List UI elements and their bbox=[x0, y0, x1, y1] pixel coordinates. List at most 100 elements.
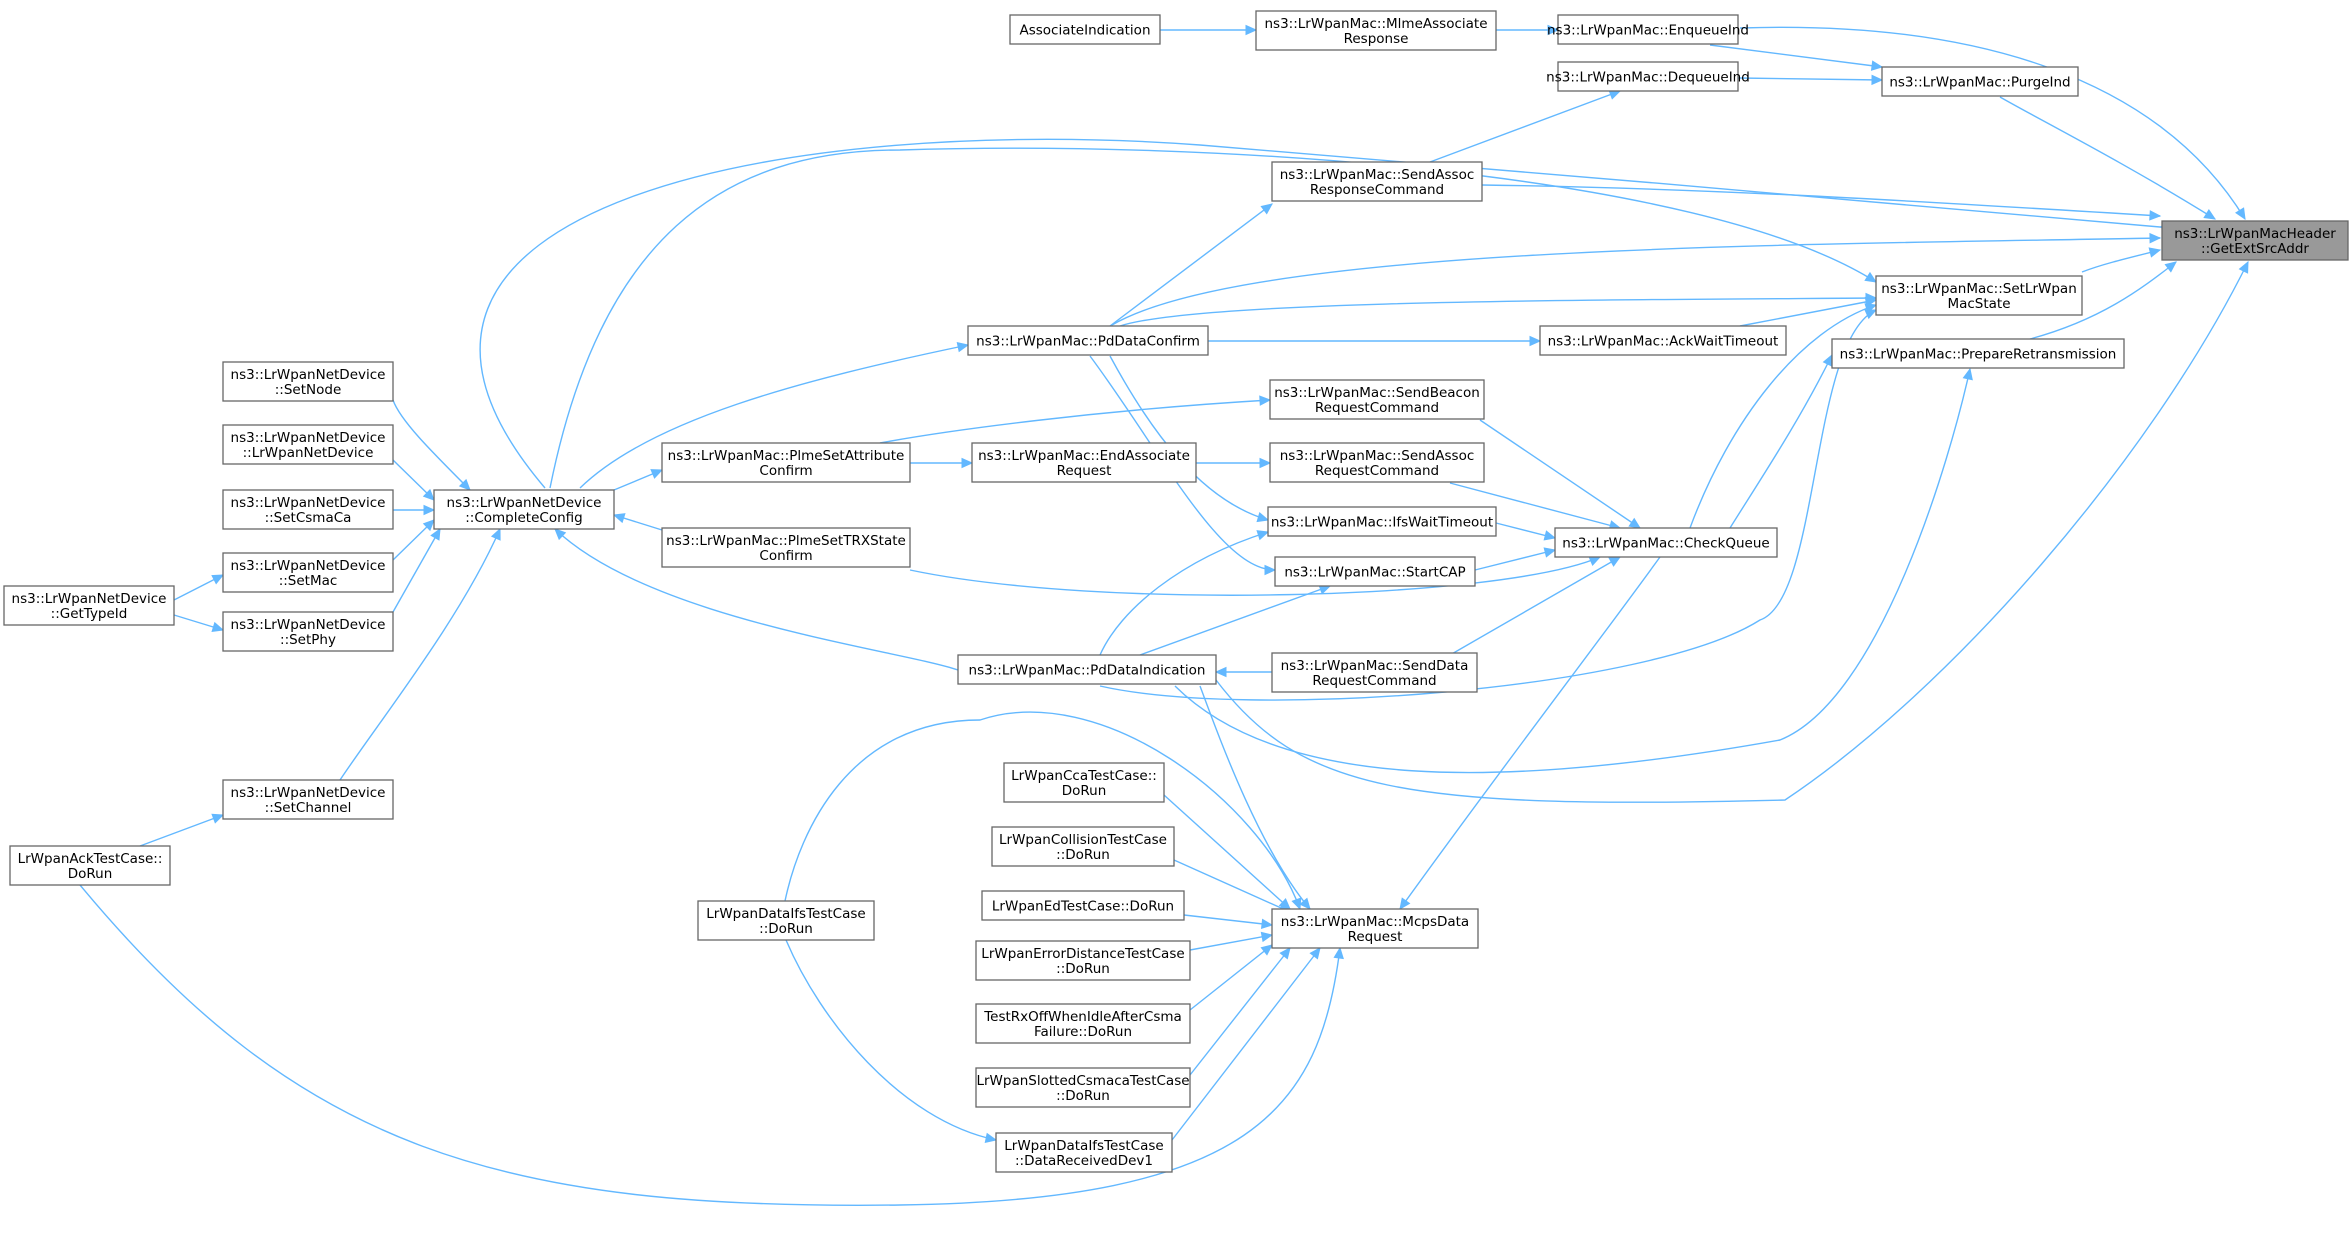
node-collisionTest[interactable]: LrWpanCollisionTestCase::DoRun bbox=[991, 826, 1175, 867]
node-label: ::DoRun bbox=[1056, 961, 1110, 977]
node-label: ns3::LrWpanMac::PdDataConfirm bbox=[976, 334, 1200, 350]
edge-pdDataInd-to-root bbox=[1215, 260, 2249, 803]
node-label: ns3::LrWpanMac::PurgeInd bbox=[1889, 75, 2070, 91]
edge-completeConfig-to-setState bbox=[549, 147, 1878, 489]
node-ackWaitTimeout[interactable]: ns3::LrWpanMac::AckWaitTimeout bbox=[1539, 325, 1787, 356]
edge-pdDataInd-to-mcpsDataReq bbox=[1199, 685, 1311, 910]
node-label: ::SetChannel bbox=[265, 800, 352, 816]
node-ifsWaitTimeout[interactable]: ns3::LrWpanMac::IfsWaitTimeout bbox=[1267, 506, 1497, 537]
node-label: AssociateIndication bbox=[1019, 23, 1150, 39]
edge-edTest-to-mcpsDataReq bbox=[1183, 914, 1274, 930]
node-setPhy[interactable]: ns3::LrWpanNetDevice::SetPhy bbox=[222, 611, 394, 652]
edge-ctor-to-completeConfig bbox=[392, 459, 435, 501]
node-startCap[interactable]: ns3::LrWpanMac::StartCAP bbox=[1274, 556, 1476, 587]
edge-sendBeaconReq-to-checkQueue bbox=[1479, 419, 1642, 529]
node-label: RequestCommand bbox=[1315, 400, 1439, 416]
node-label: ::DataReceivedDev1 bbox=[1015, 1153, 1153, 1169]
edge-setChannel-to-completeConfig bbox=[339, 527, 501, 781]
node-ackTest[interactable]: LrWpanAckTestCase::DoRun bbox=[9, 845, 171, 886]
node-setMac[interactable]: ns3::LrWpanNetDevice::SetMac bbox=[222, 552, 394, 593]
edge-pdDataConfirm-to-sendAssocResp bbox=[1109, 203, 1273, 327]
node-label: RequestCommand bbox=[1312, 673, 1436, 689]
node-edTest[interactable]: LrWpanEdTestCase::DoRun bbox=[981, 890, 1185, 921]
node-ccaTest[interactable]: LrWpanCcaTestCase::DoRun bbox=[1003, 762, 1165, 803]
node-assocInd[interactable]: AssociateIndication bbox=[1009, 14, 1161, 45]
node-pdDataInd[interactable]: ns3::LrWpanMac::PdDataIndication bbox=[957, 654, 1217, 685]
node-label: LrWpanErrorDistanceTestCase bbox=[981, 946, 1184, 962]
node-label: MacState bbox=[1947, 296, 2010, 312]
node-label: DoRun bbox=[68, 866, 113, 882]
node-setCsmaCa[interactable]: ns3::LrWpanNetDevice::SetCsmaCa bbox=[222, 489, 394, 530]
node-label: ns3::LrWpanNetDevice bbox=[12, 591, 167, 607]
edge-sendDataReq-to-pdDataInd bbox=[1214, 666, 1272, 678]
node-label: ns3::LrWpanMac::PrepareRetransmission bbox=[1840, 347, 2117, 363]
node-label: ns3::LrWpanNetDevice bbox=[231, 495, 386, 511]
edge-ifsWaitTimeout-to-checkQueue bbox=[1495, 522, 1557, 541]
node-dataIfsRun[interactable]: LrWpanDataIfsTestCase::DoRun bbox=[697, 900, 875, 941]
node-label: ::SetNode bbox=[275, 382, 342, 398]
node-checkQueue[interactable]: ns3::LrWpanMac::CheckQueue bbox=[1554, 527, 1778, 558]
edge-purgeInd-to-root bbox=[1999, 96, 2217, 220]
node-label: Request bbox=[1057, 463, 1112, 479]
node-slottedTest[interactable]: LrWpanSlottedCsmacaTestCase::DoRun bbox=[975, 1067, 1191, 1108]
node-label: ns3::LrWpanMac::AckWaitTimeout bbox=[1548, 334, 1779, 350]
node-label: ::DoRun bbox=[759, 921, 813, 937]
edge-errDistTest-to-mcpsDataReq bbox=[1189, 931, 1274, 951]
node-completeConfig[interactable]: ns3::LrWpanNetDevice::CompleteConfig bbox=[433, 489, 615, 530]
edge-endAssocReq-to-sendAssocReq bbox=[1196, 457, 1272, 469]
node-label: ::SetMac bbox=[279, 573, 338, 589]
node-label: ns3::LrWpanNetDevice bbox=[231, 558, 386, 574]
node-label: ResponseCommand bbox=[1310, 182, 1444, 198]
edge-setPhy-to-completeConfig bbox=[392, 527, 441, 613]
node-label: ns3::LrWpanMac::StartCAP bbox=[1284, 565, 1465, 581]
node-setChannel[interactable]: ns3::LrWpanNetDevice::SetChannel bbox=[222, 779, 394, 820]
edge-pdDataConfirm-to-ackWaitTimeout bbox=[1208, 335, 1542, 347]
edge-checkQueue-to-mcpsDataReq bbox=[1399, 556, 1661, 910]
node-dataIfsRecv[interactable]: LrWpanDataIfsTestCase::DataReceivedDev1 bbox=[995, 1132, 1173, 1173]
node-label: ns3::LrWpanMac::PlmeSetTRXState bbox=[666, 533, 906, 549]
node-label: LrWpanDataIfsTestCase bbox=[706, 906, 865, 922]
edge-slottedTest-to-mcpsDataReq bbox=[1189, 947, 1291, 1076]
node-ctor[interactable]: ns3::LrWpanNetDevice::LrWpanNetDevice bbox=[222, 424, 394, 465]
edge-pdDataInd-to-completeConfig bbox=[554, 528, 959, 671]
node-label: ns3::LrWpanMac::PlmeSetAttribute bbox=[668, 448, 905, 464]
node-label: RequestCommand bbox=[1315, 463, 1439, 479]
node-root[interactable]: ns3::LrWpanMacHeader::GetExtSrcAddr bbox=[2161, 220, 2349, 261]
node-label: LrWpanDataIfsTestCase bbox=[1004, 1138, 1163, 1154]
node-purgeInd[interactable]: ns3::LrWpanMac::PurgeInd bbox=[1881, 66, 2079, 97]
edge-plmeSetTrx-to-checkQueue bbox=[909, 556, 1602, 596]
node-enqueueInd[interactable]: ns3::LrWpanMac::EnqueueInd bbox=[1547, 14, 1749, 45]
edge-plmeSetAttr-to-sendBeaconReq bbox=[879, 395, 1272, 444]
node-label: ns3::LrWpanMacHeader bbox=[2174, 226, 2336, 242]
node-label: ns3::LrWpanNetDevice bbox=[231, 785, 386, 801]
edge-ackTest-to-setChannel bbox=[139, 813, 225, 847]
node-dequeueInd[interactable]: ns3::LrWpanMac::DequeueInd bbox=[1546, 61, 1750, 92]
node-label: ::CompleteConfig bbox=[465, 510, 582, 526]
edge-pdDataConfirm-to-ifsWaitTimeout bbox=[1109, 355, 1270, 523]
edge-dataIfsRun-to-mcpsDataReq bbox=[784, 711, 1302, 911]
node-getTypeId[interactable]: ns3::LrWpanNetDevice::GetTypeId bbox=[3, 585, 175, 626]
edge-completeConfig-to-plmeSetAttr bbox=[613, 469, 664, 491]
node-label: ::SetCsmaCa bbox=[265, 510, 352, 526]
node-prepareRetx[interactable]: ns3::LrWpanMac::PrepareRetransmission bbox=[1831, 338, 2125, 369]
node-setNode[interactable]: ns3::LrWpanNetDevice::SetNode bbox=[222, 361, 394, 402]
node-label: ns3::LrWpanNetDevice bbox=[231, 617, 386, 633]
node-errDistTest[interactable]: LrWpanErrorDistanceTestCase::DoRun bbox=[975, 940, 1191, 981]
node-label: ns3::LrWpanMac::EndAssociate bbox=[978, 448, 1190, 464]
node-pdDataConfirm[interactable]: ns3::LrWpanMac::PdDataConfirm bbox=[967, 325, 1209, 356]
edge-completeConfig-to-pdDataConfirm bbox=[579, 341, 970, 489]
node-label: Failure::DoRun bbox=[1034, 1024, 1132, 1040]
edge-setMac-to-completeConfig bbox=[392, 519, 435, 561]
